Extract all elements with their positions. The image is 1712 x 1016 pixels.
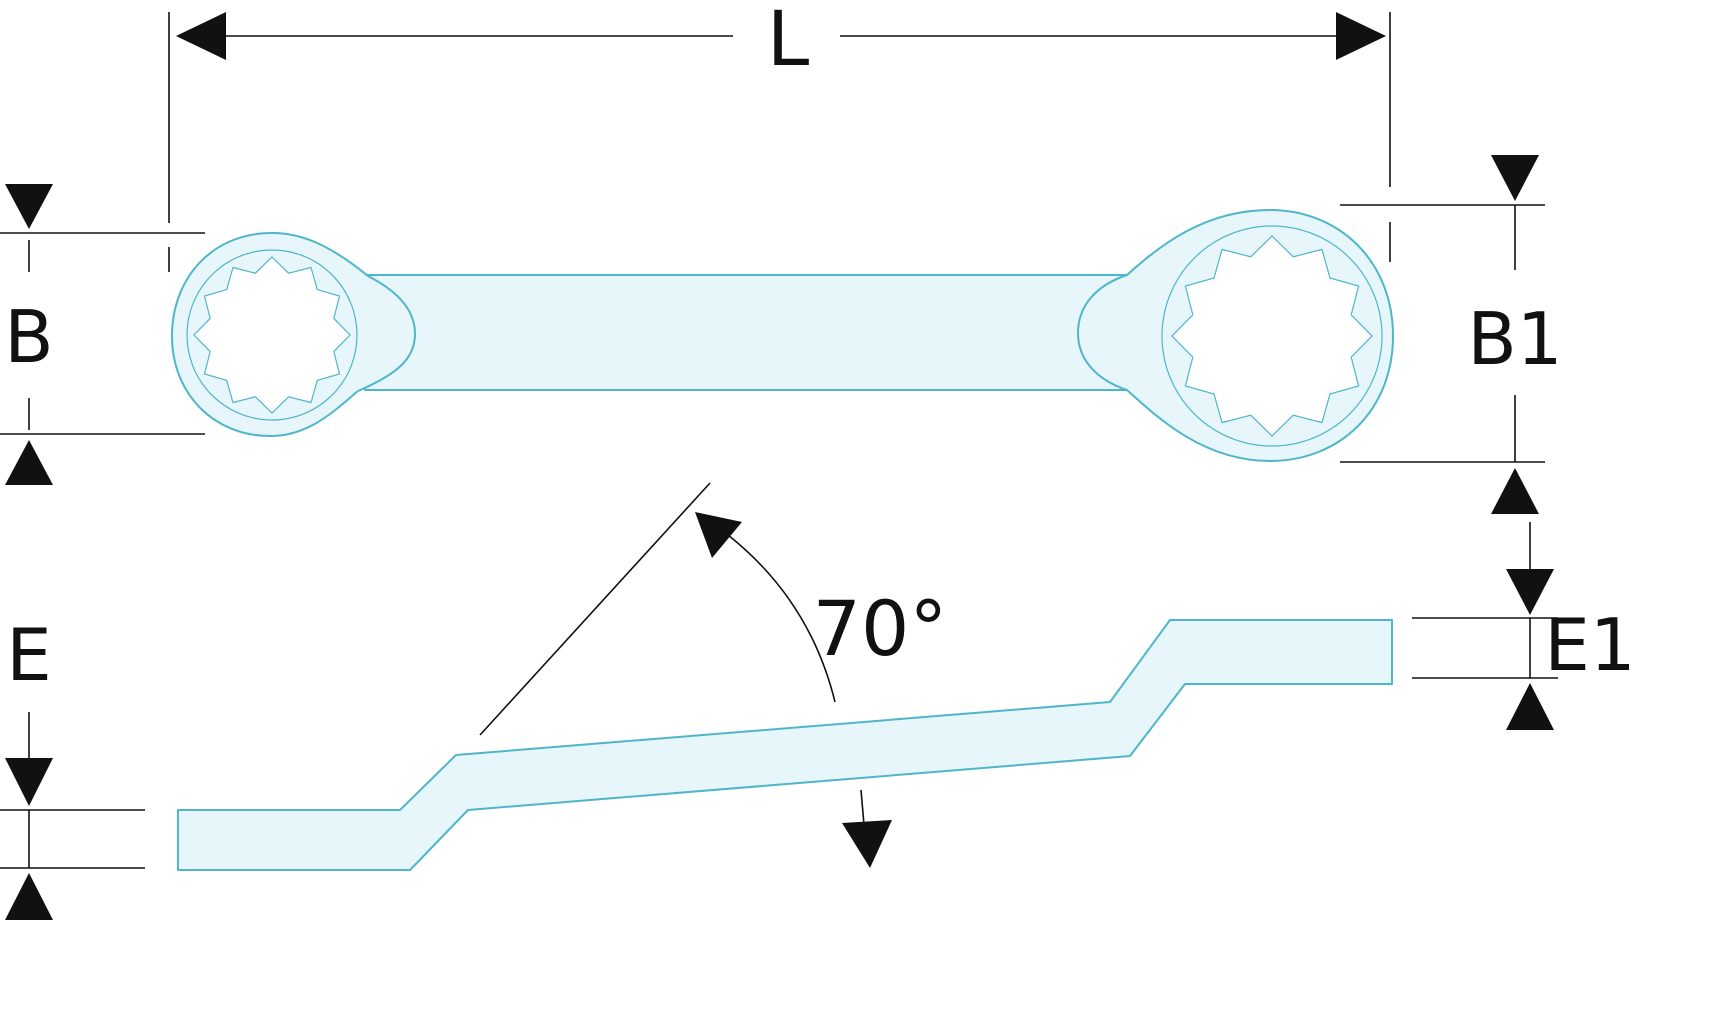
dimension-offset-angle: 70° bbox=[479, 482, 948, 868]
dimension-thickness-large: E1 bbox=[1412, 522, 1636, 730]
arrow-left-icon bbox=[176, 12, 226, 60]
arrow-up-icon bbox=[1491, 468, 1539, 514]
arrow-down-icon bbox=[842, 820, 892, 868]
dimension-head-width-large: B1 bbox=[1340, 155, 1563, 514]
small-ring-inner-circle bbox=[186, 249, 358, 421]
twelve-point-ring-icon bbox=[193, 256, 351, 414]
wrench-side-view bbox=[177, 619, 1393, 871]
arrow-up-left-icon bbox=[695, 512, 742, 558]
arrow-right-icon bbox=[1336, 12, 1386, 60]
dimension-thickness-small: E bbox=[0, 613, 145, 920]
arrow-up-icon bbox=[5, 440, 53, 485]
label-e: E bbox=[6, 613, 52, 697]
dimension-length: L bbox=[168, 0, 1391, 272]
arrow-down-icon bbox=[5, 758, 53, 806]
angle-leader-line bbox=[860, 789, 865, 826]
twelve-point-ring-icon bbox=[1171, 235, 1373, 437]
label-b: B bbox=[4, 295, 53, 379]
angle-reference-line bbox=[479, 482, 711, 736]
arrow-down-icon bbox=[1506, 569, 1554, 615]
dimension-head-width-small: B bbox=[0, 184, 205, 485]
label-angle: 70° bbox=[813, 584, 948, 673]
angle-arc bbox=[727, 534, 836, 703]
wrench-shank bbox=[364, 274, 1131, 391]
wrench-side-profile bbox=[177, 619, 1393, 871]
arrow-down-icon bbox=[1491, 155, 1539, 201]
arrow-up-icon bbox=[5, 873, 53, 920]
arrow-up-icon bbox=[1506, 683, 1554, 730]
label-b1: B1 bbox=[1467, 297, 1562, 381]
wrench-top-view bbox=[171, 209, 1394, 462]
label-e1: E1 bbox=[1544, 603, 1635, 687]
label-length: L bbox=[767, 0, 809, 83]
large-ring-inner-circle bbox=[1161, 225, 1383, 447]
arrow-down-icon bbox=[5, 184, 53, 229]
